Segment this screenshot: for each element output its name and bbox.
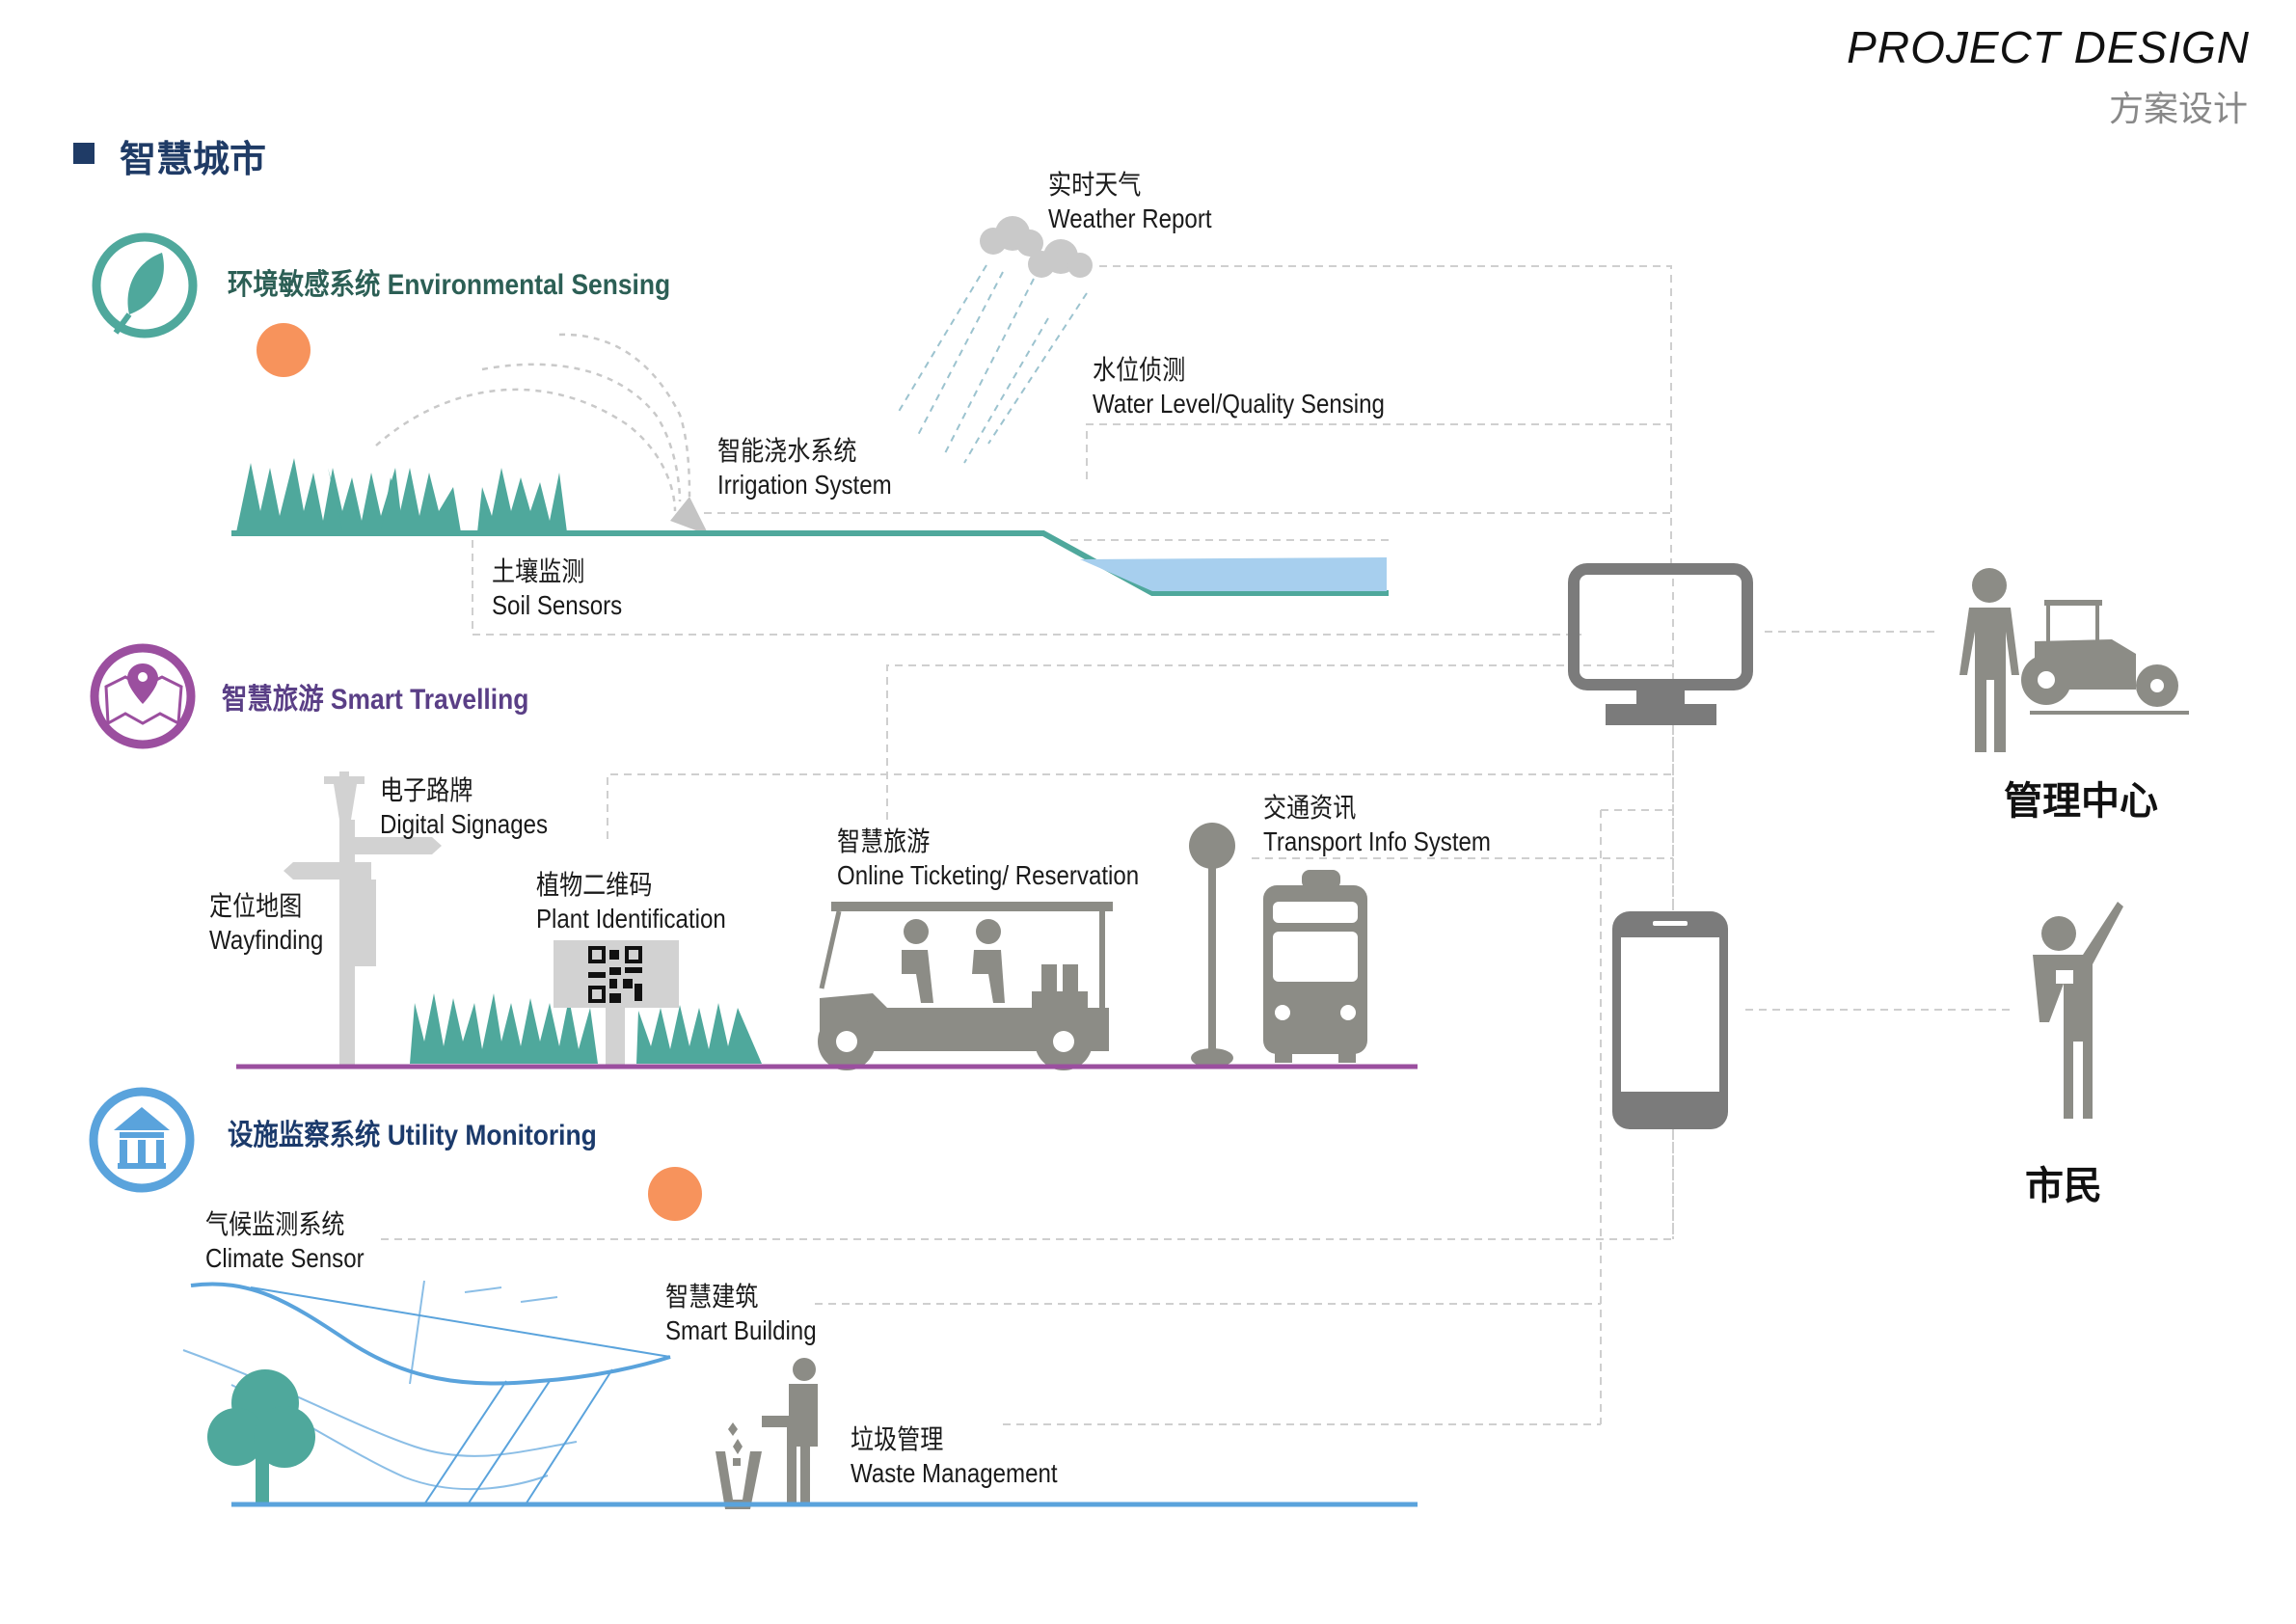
label-en: Wayfinding — [209, 925, 324, 955]
label-cn: 气候监测系统 — [205, 1209, 345, 1239]
label-cn: 定位地图 — [209, 891, 303, 921]
label-en: Plant Identification — [536, 904, 726, 934]
qr-code-sign-icon — [554, 940, 679, 1066]
label-plant-identification: 植物二维码 Plant Identification — [536, 868, 726, 935]
building-icon — [89, 1087, 195, 1193]
label-smart-building: 智慧建筑 Smart Building — [665, 1280, 817, 1347]
label-cn: 植物二维码 — [536, 870, 653, 900]
section-bullet-icon — [73, 143, 95, 164]
label-wayfinding: 定位地图 Wayfinding — [209, 889, 323, 957]
label-irrigation-system: 智能浇水系统 Irrigation System — [717, 434, 892, 501]
label-waste-management: 垃圾管理 Waste Management — [851, 1422, 1058, 1490]
tree-icon — [207, 1369, 315, 1504]
category-smart-travelling: 智慧旅游 Smart Travelling — [222, 684, 529, 716]
connector-water — [1086, 423, 1671, 479]
category-utility-monitoring: 设施监察系统 Utility Monitoring — [228, 1120, 597, 1151]
label-digital-signages: 电子路牌 Digital Signages — [380, 773, 548, 841]
label-cn: 土壤监测 — [492, 556, 585, 586]
label-weather-report: 实时天气 Weather Report — [1048, 168, 1212, 235]
grass-icon — [236, 458, 567, 532]
label-cn: 智能浇水系统 — [717, 436, 857, 466]
label-soil-sensors: 土壤监测 Soil Sensors — [492, 555, 622, 622]
label-en: Online Ticketing/ Reservation — [837, 860, 1140, 890]
sprinkler-arcs — [375, 333, 691, 512]
label-transport-info: 交通资讯 Transport Info System — [1263, 791, 1491, 858]
category-environmental-sensing: 环境敏感系统 Environmental Sensing — [228, 269, 671, 301]
map-pin-icon — [90, 643, 196, 749]
label-en: Climate Sensor — [205, 1243, 365, 1273]
connector-plant — [607, 773, 1673, 839]
bus-icon — [1263, 870, 1367, 1063]
water-body — [1080, 557, 1387, 591]
label-cn: 垃圾管理 — [851, 1424, 944, 1454]
label-en: Irrigation System — [717, 470, 892, 500]
label-climate-sensor: 气候监测系统 Climate Sensor — [205, 1207, 365, 1275]
label-en: Waste Management — [851, 1458, 1058, 1488]
label-online-ticketing: 智慧旅游 Online Ticketing/ Reservation — [837, 825, 1139, 892]
label-cn: 智慧建筑 — [665, 1282, 759, 1312]
label-water-sensing: 水位侦测 Water Level/Quality Sensing — [1093, 353, 1385, 420]
label-cn: 交通资讯 — [1263, 793, 1357, 823]
sun-icon — [648, 1167, 702, 1221]
label-en: Weather Report — [1048, 203, 1212, 233]
label-en: Water Level/Quality Sensing — [1093, 389, 1385, 419]
rain-lines — [896, 264, 1088, 464]
connector-weather — [1099, 265, 1672, 564]
label-cn: 水位侦测 — [1093, 355, 1186, 385]
person-tractor-icon — [1959, 568, 2189, 752]
sun-icon — [257, 323, 311, 377]
monitor-icon — [1568, 563, 1753, 725]
header-title-cn: 方案设计 — [2108, 89, 2248, 128]
golf-cart-icon — [818, 902, 1113, 1070]
bus-stop-icon — [1189, 823, 1235, 1068]
connector-soil — [472, 540, 1581, 636]
smartphone-icon — [1612, 911, 1728, 1129]
label-citizen: 市民 — [2025, 1165, 2102, 1207]
header-title-en: PROJECT DESIGN — [1847, 22, 2250, 72]
leaf-icon — [92, 232, 198, 338]
connector-ticketing — [886, 664, 1673, 820]
label-en: Soil Sensors — [492, 590, 623, 620]
label-en: Digital Signages — [380, 809, 549, 839]
label-cn: 实时天气 — [1048, 170, 1142, 200]
section-title: 智慧城市 — [120, 140, 267, 180]
grass-icon — [410, 993, 762, 1064]
label-cn: 电子路牌 — [380, 775, 473, 805]
label-cn: 智慧旅游 — [837, 826, 931, 856]
cloud-icon — [980, 216, 1093, 278]
waste-management-icon — [716, 1358, 818, 1509]
signpost-icon — [284, 771, 442, 1067]
label-management-center: 管理中心 — [2004, 780, 2158, 823]
tourist-waving-icon — [2033, 902, 2123, 1119]
label-en: Smart Building — [665, 1315, 817, 1345]
label-en: Transport Info System — [1263, 826, 1491, 856]
sprinkler-head-icon — [670, 497, 709, 535]
